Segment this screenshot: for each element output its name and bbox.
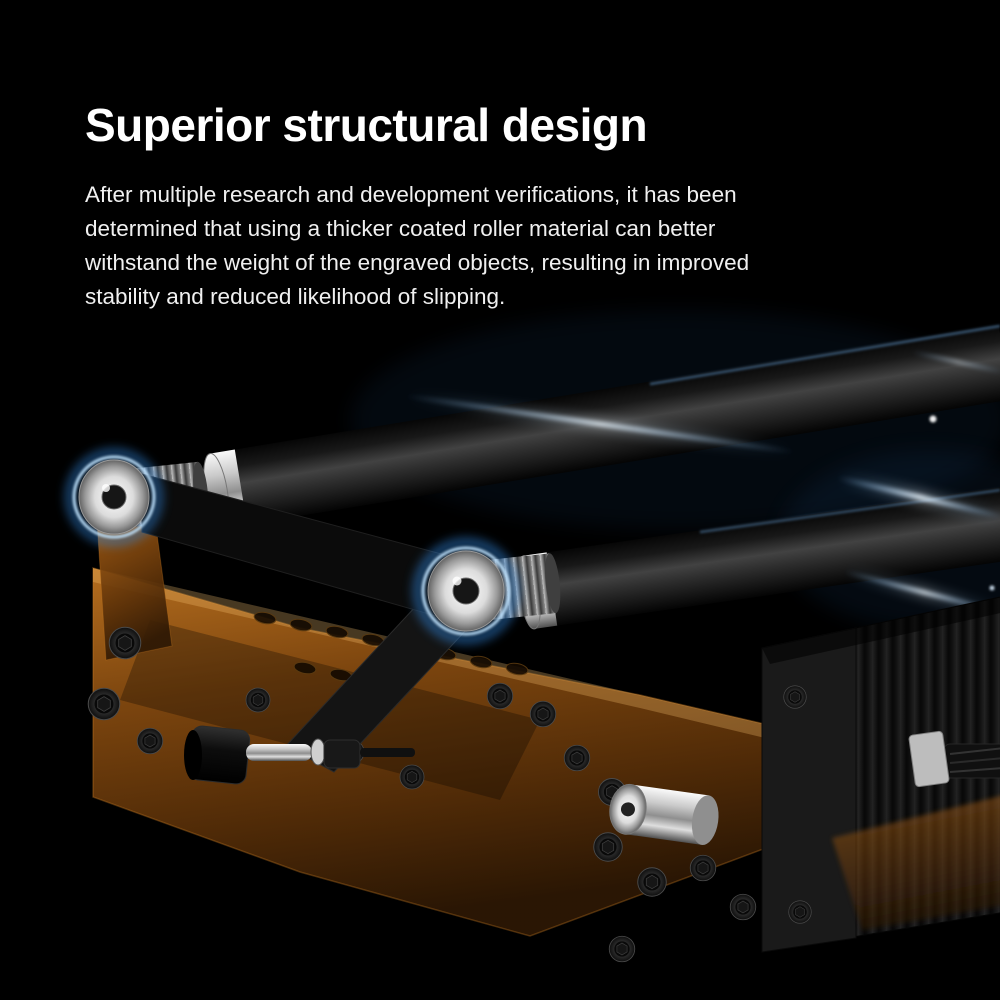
- hero-copy: Superior structural design After multipl…: [85, 98, 965, 314]
- paragraph-line: stability and reduced likelihood of slip…: [85, 284, 506, 309]
- pulley-glow-ring-2: [412, 537, 520, 645]
- stepper-motor: [761, 596, 1000, 953]
- cable-connector: [908, 730, 1000, 788]
- section-title: Superior structural design: [85, 99, 648, 151]
- paragraph-line: withstand the weight of the engraved obj…: [85, 250, 750, 275]
- amber-reflection: [832, 796, 1000, 930]
- motor-shaft: [609, 783, 719, 845]
- tension-knob-shaft: [184, 725, 415, 785]
- paragraph-line: determined that using a thicker coated r…: [85, 216, 716, 241]
- highlight-dots: [929, 415, 995, 591]
- paragraph-line: After multiple research and development …: [85, 182, 737, 207]
- roller-rim-light: [649, 324, 1000, 386]
- section-paragraph: After multiple research and development …: [85, 178, 965, 314]
- pulley-glow-ring-1: [65, 448, 163, 546]
